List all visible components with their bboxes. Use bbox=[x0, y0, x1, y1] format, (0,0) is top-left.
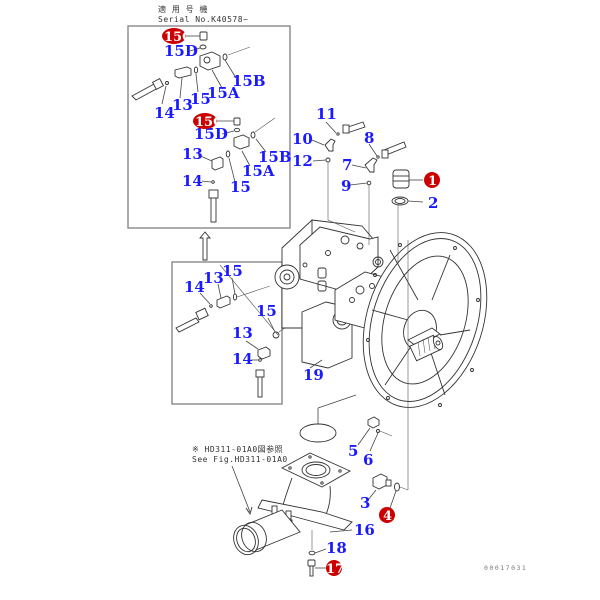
callout-16: 16 bbox=[354, 521, 375, 539]
callout-5: 5 bbox=[348, 442, 358, 460]
badge-4: 4 bbox=[379, 507, 395, 524]
callout-3: 3 bbox=[360, 494, 370, 512]
upper-assembly-b bbox=[197, 117, 276, 223]
serial-note-jp: 適 用 号 機 bbox=[158, 4, 208, 14]
callout-15-c: 15 bbox=[222, 262, 243, 280]
bolt-washer-17-18 bbox=[307, 530, 327, 577]
upper-right-fittings bbox=[311, 121, 424, 265]
callout-19: 19 bbox=[303, 366, 324, 384]
callout-13-d: 13 bbox=[232, 324, 253, 342]
lower-inset-frame bbox=[171, 261, 283, 405]
plug-3-4 bbox=[367, 436, 409, 509]
callout-9: 9 bbox=[341, 177, 351, 195]
callout-18: 18 bbox=[326, 539, 347, 557]
callout-13-a: 13 bbox=[172, 96, 193, 114]
callout-15D-b: 15D bbox=[194, 125, 228, 143]
callout-15B-a: 15B bbox=[232, 72, 266, 90]
svg-text:17: 17 bbox=[326, 562, 344, 577]
callout-11: 11 bbox=[316, 105, 337, 123]
callout-15-d: 15 bbox=[256, 302, 277, 320]
badge-15C-a: 15C bbox=[162, 28, 192, 45]
badge-1: 1 bbox=[424, 172, 440, 189]
suction-elbow bbox=[233, 452, 353, 556]
see-fig-note-jp: ※ HD311-01A0図参照 bbox=[192, 444, 283, 454]
see-fig-note: See Fig.HD311-01A0 bbox=[192, 455, 288, 464]
upper-inset-frame bbox=[127, 25, 291, 229]
pump-shaft bbox=[403, 309, 444, 362]
callout-13-c: 13 bbox=[203, 269, 224, 287]
callout-15A-a: 15A bbox=[207, 84, 240, 102]
callout-8: 8 bbox=[364, 129, 374, 147]
callout-14-d: 14 bbox=[232, 350, 253, 368]
callout-14-b: 14 bbox=[182, 172, 203, 190]
callout-7: 7 bbox=[342, 156, 352, 174]
badge-15C-b: 15C bbox=[193, 113, 223, 130]
callout-15-b: 15 bbox=[230, 178, 251, 196]
hydraulic-pump-body bbox=[274, 219, 396, 369]
callout-15B-b: 15B bbox=[258, 148, 292, 166]
bolt-washer-5-6 bbox=[357, 240, 409, 452]
callout-2: 2 bbox=[428, 194, 438, 212]
upper-assembly-a bbox=[131, 31, 251, 105]
svg-text:1: 1 bbox=[428, 174, 437, 189]
badge-17: 17 bbox=[326, 560, 344, 577]
svg-text:4: 4 bbox=[383, 509, 392, 524]
o-ring bbox=[299, 423, 337, 443]
callout-10: 10 bbox=[292, 130, 313, 148]
callout-14-c: 14 bbox=[184, 278, 205, 296]
callout-15A-b: 15A bbox=[242, 162, 275, 180]
serial-note: Serial No.K40578~ bbox=[158, 15, 248, 24]
callout-6: 6 bbox=[363, 451, 373, 469]
drawing-number: 00017031 bbox=[484, 564, 527, 572]
callout-12: 12 bbox=[292, 152, 313, 170]
callout-13-b: 13 bbox=[182, 145, 203, 163]
callout-15D-a: 15D bbox=[164, 42, 198, 60]
up-arrow-icon bbox=[199, 231, 211, 261]
callout-14-a: 14 bbox=[154, 104, 175, 122]
svg-text:15C: 15C bbox=[164, 30, 192, 45]
svg-text:15C: 15C bbox=[195, 115, 223, 130]
callout-15-a: 15 bbox=[190, 90, 211, 108]
